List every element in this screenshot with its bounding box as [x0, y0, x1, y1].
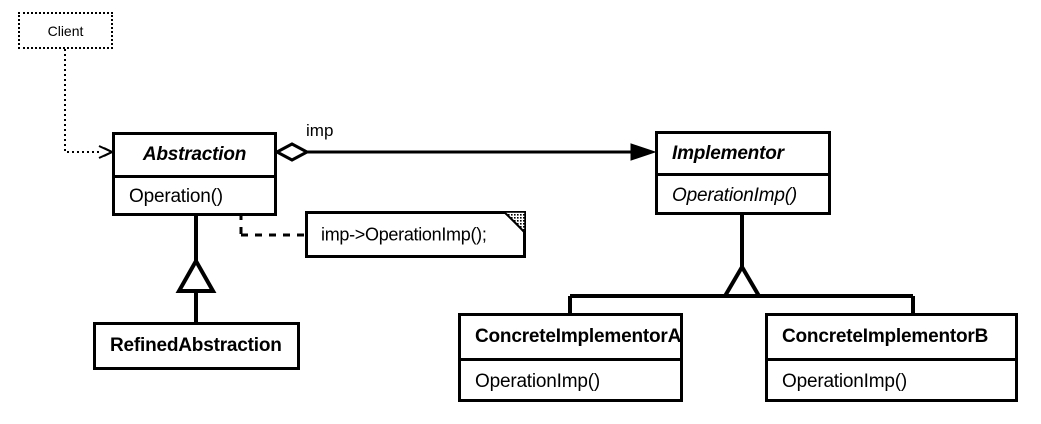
- refinedabstraction-class-name: RefinedAbstraction: [110, 335, 282, 356]
- class-box-concreteimplementora[interactable]: ConcreteImplementorA OperationImp(): [458, 313, 683, 402]
- edge-refinedabstraction-generalization: [175, 216, 217, 322]
- note-text: imp->OperationImp();: [321, 224, 487, 244]
- edge-concreteimplementors-generalization: [568, 215, 915, 313]
- class-box-refinedabstraction[interactable]: RefinedAbstraction: [93, 322, 300, 370]
- implementor-operation: OperationImp(): [672, 184, 797, 206]
- abstraction-operation: Operation(): [129, 186, 223, 207]
- abstraction-class-name: Abstraction: [142, 144, 247, 165]
- class-box-concreteimplementorb[interactable]: ConcreteImplementorB OperationImp(): [765, 313, 1018, 402]
- class-box-abstraction[interactable]: Abstraction Operation(): [112, 132, 277, 216]
- class-box-client[interactable]: Client: [18, 12, 113, 49]
- concreteimplementora-class-name: ConcreteImplementorA: [475, 326, 682, 347]
- edge-client-to-abstraction: [64, 49, 115, 159]
- client-label: Client: [47, 22, 84, 39]
- concreteimplementorb-operation: OperationImp(): [782, 370, 907, 392]
- note-folded-corner-icon: [502, 211, 526, 235]
- concreteimplementorb-class-name: ConcreteImplementorB: [782, 326, 989, 347]
- concreteimplementora-operation: OperationImp(): [475, 370, 600, 392]
- edge-abstraction-to-implementor: [273, 142, 657, 162]
- implementor-class-name: Implementor: [672, 142, 784, 164]
- class-box-implementor[interactable]: Implementor OperationImp(): [655, 131, 831, 215]
- association-label-imp: imp: [306, 121, 334, 140]
- note-box-operationimp[interactable]: imp->OperationImp();: [305, 211, 526, 258]
